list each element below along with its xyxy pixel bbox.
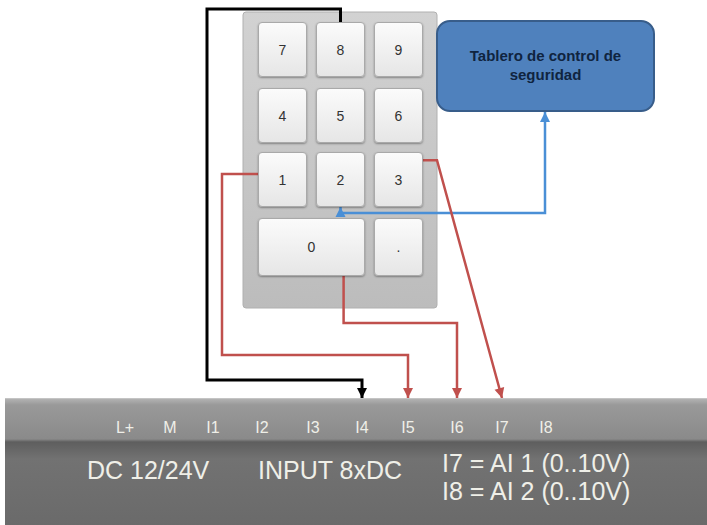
plc-module: L+ M I1 I2 I3 I4 I5 I6 I7 I8 DC 12/24V INPUT 8xDC I7… [5,398,707,525]
key-label: 3 [395,172,403,188]
key-label: . [397,239,401,255]
key-label: 0 [308,239,316,255]
keypad-key: 1 [258,152,307,207]
terminal-label: I8 [539,420,552,436]
terminal-label: I4 [355,420,368,436]
wire-line [222,174,408,398]
key-label: 2 [337,172,345,188]
arrow-head [357,388,367,398]
arrow-head [495,387,505,398]
keypad-key: 9 [374,22,423,77]
wire-line [344,276,457,398]
panel-label: Tablero de control de seguridad [452,47,639,85]
keypad-key: 2 [316,152,365,207]
key-label: 8 [337,42,345,58]
terminal-label: I1 [206,420,219,436]
arrow-head [452,388,462,398]
analog-input-note: I7 = AI 1 (0..10V) [442,451,630,476]
keypad-key: 5 [316,88,365,143]
keypad-key: 0 [258,218,365,276]
key-label: 1 [279,172,287,188]
wire-connector [336,112,551,217]
wire-line [341,112,546,213]
key-label: 4 [279,108,287,124]
terminal-label: I3 [306,420,319,436]
terminal-label: I5 [401,420,414,436]
keypad-key: 8 [316,22,365,77]
key-label: 9 [395,42,403,58]
wire-connector [344,276,462,398]
keypad-body [243,12,437,308]
key-label: 6 [395,108,403,124]
key-label: 5 [337,108,345,124]
wire-line [423,160,502,398]
wire-connector [222,174,413,398]
terminal-label: I2 [255,420,268,436]
key-label: 7 [279,42,287,58]
terminal-label: L+ [116,420,134,436]
keypad-key: . [374,218,423,276]
wire-connector [423,160,504,398]
input-rating: INPUT 8xDC [258,458,402,483]
terminal-label: I7 [495,420,508,436]
keypad-key: 7 [258,22,307,77]
arrow-head [403,388,413,398]
wire-connector [207,9,367,398]
arrow-head [336,207,346,217]
keypad-key: 3 [374,152,423,207]
control-panel-box: Tablero de control de seguridad [436,20,655,112]
analog-input-note: I8 = AI 2 (0..10V) [442,479,630,504]
terminal-label: I6 [450,420,463,436]
keypad-key: 6 [374,88,423,143]
terminal-label: M [163,420,176,436]
supply-rating: DC 12/24V [87,458,209,483]
arrow-head [540,112,550,122]
keypad-key: 4 [258,88,307,143]
